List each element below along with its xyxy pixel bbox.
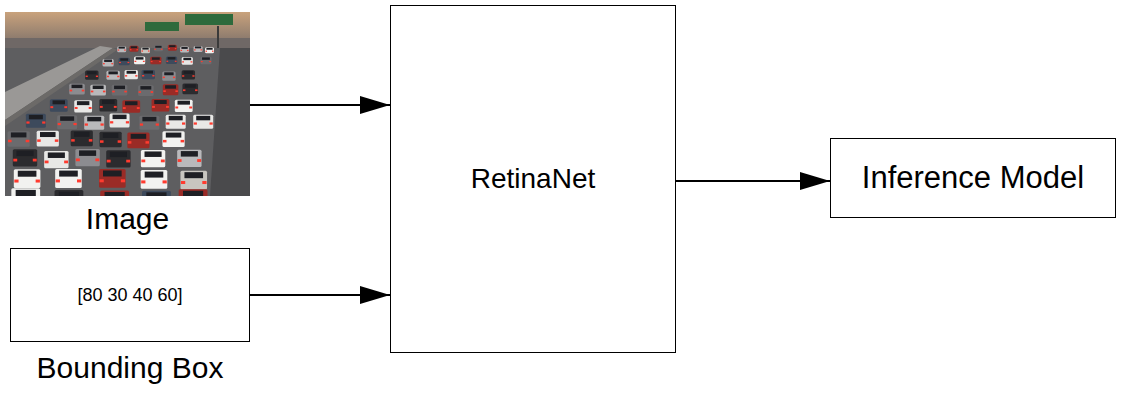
- car-shape: [177, 150, 201, 167]
- car-shape: [182, 83, 198, 94]
- car-shape: [44, 151, 68, 168]
- car-shape: [99, 132, 121, 148]
- car-shape: [200, 57, 211, 65]
- car-shape: [106, 150, 130, 167]
- car-shape: [14, 169, 41, 188]
- input-label: Bounding Box: [37, 351, 224, 386]
- car-shape: [166, 57, 177, 65]
- box-coordinates: [80 30 40 60]: [77, 285, 182, 306]
- car-shape: [122, 100, 140, 112]
- car-shape: [180, 171, 207, 190]
- car-shape: [99, 169, 126, 188]
- car-shape: [166, 115, 186, 129]
- flow-arrow: [250, 294, 390, 296]
- car-shape: [150, 57, 161, 65]
- car-shape: [117, 46, 126, 52]
- output-label: Inference Model: [862, 160, 1084, 196]
- output-box: Inference Model: [830, 138, 1116, 218]
- car-shape: [152, 99, 170, 111]
- car-shape: [168, 45, 177, 51]
- car-shape: [163, 84, 179, 95]
- car-shape: [141, 170, 168, 189]
- car-shape: [139, 116, 159, 130]
- process-label: RetinaNet: [471, 163, 596, 195]
- car-shape: [106, 71, 119, 80]
- car-shape: [127, 133, 149, 149]
- car-shape: [99, 99, 117, 111]
- car-shape: [100, 190, 129, 196]
- car-shape: [71, 131, 93, 147]
- car-shape: [57, 115, 77, 129]
- car-shape: [75, 149, 99, 166]
- car-shape: [112, 85, 128, 96]
- car-shape: [129, 46, 138, 52]
- car-shape: [138, 85, 154, 96]
- car-shape: [84, 116, 104, 130]
- car-shape: [141, 47, 150, 53]
- car-shape: [102, 59, 113, 67]
- car-shape: [182, 57, 193, 65]
- car-shape: [50, 99, 68, 111]
- car-shape: [142, 70, 155, 79]
- car-shape: [26, 114, 46, 128]
- input-box: [80 30 40 60]Bounding Box: [10, 248, 250, 342]
- process-box: RetinaNet: [390, 5, 676, 353]
- car-shape: [55, 190, 84, 196]
- car-shape: [110, 113, 130, 127]
- car-shape: [125, 70, 138, 79]
- car-shape: [37, 131, 59, 147]
- car-shape: [162, 131, 184, 147]
- car-shape: [182, 70, 195, 79]
- car-shape: [55, 169, 82, 188]
- car-shape: [193, 115, 213, 129]
- car-shape: [13, 149, 37, 166]
- car-shape: [74, 100, 92, 112]
- car-shape: [142, 191, 171, 196]
- car-shape: [154, 45, 163, 51]
- traffic-photo: [5, 12, 250, 196]
- flow-arrow: [250, 104, 390, 106]
- car-shape: [194, 46, 203, 52]
- input-label: Image: [86, 202, 169, 237]
- car-shape: [69, 84, 85, 95]
- car-shape: [85, 71, 98, 80]
- car-shape: [162, 72, 175, 81]
- car-shape: [134, 57, 145, 65]
- car-shape: [119, 58, 130, 66]
- car-shape: [179, 189, 208, 196]
- image-input: Image: [5, 12, 250, 196]
- flow-arrow: [676, 180, 830, 182]
- car-shape: [90, 85, 106, 96]
- car-shape: [175, 100, 193, 112]
- car-shape: [8, 131, 30, 147]
- car-shape: [141, 150, 165, 167]
- car-shape: [205, 47, 214, 53]
- car-shape: [11, 188, 40, 196]
- car-shape: [180, 47, 189, 53]
